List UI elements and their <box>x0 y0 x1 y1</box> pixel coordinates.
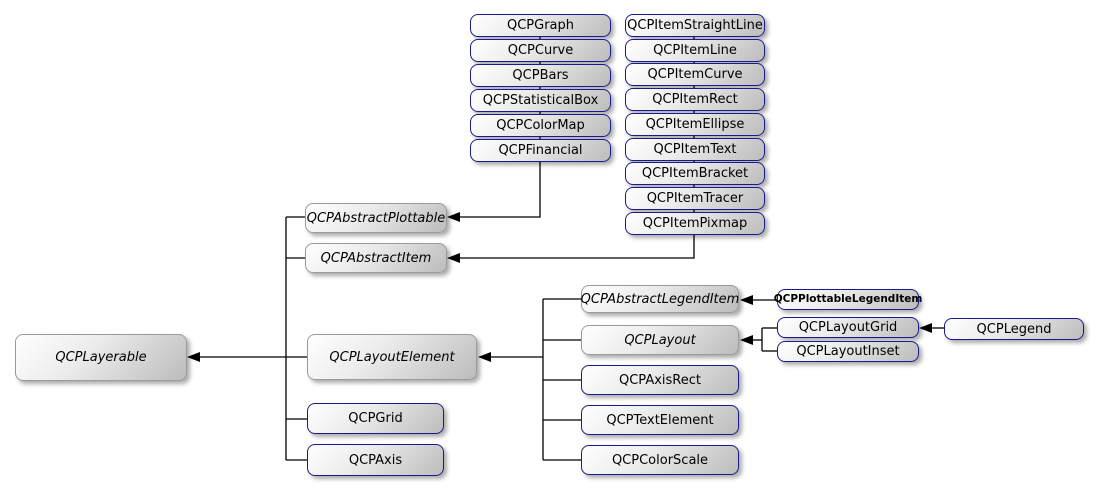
class-node-qcpcolorscale[interactable]: QCPColorScale <box>581 445 739 475</box>
class-node-qcplayoutgrid[interactable]: QCPLayoutGrid <box>777 317 919 338</box>
class-node-qcpitemellipse[interactable]: QCPItemEllipse <box>625 113 765 136</box>
class-node-qcpitembracket[interactable]: QCPItemBracket <box>625 162 765 185</box>
class-node-qcpitempixmap[interactable]: QCPItemPixmap <box>625 212 765 235</box>
class-node-qcpaxis[interactable]: QCPAxis <box>307 444 444 476</box>
class-node-qcpgraph[interactable]: QCPGraph <box>470 14 611 37</box>
class-node-qcpabstractplottable[interactable]: QCPAbstractPlottable <box>305 203 447 233</box>
class-node-qcptextelement[interactable]: QCPTextElement <box>581 405 739 435</box>
arrowhead-to-layout <box>740 335 753 345</box>
class-node-qcpfinancial[interactable]: QCPFinancial <box>470 139 611 162</box>
class-node-qcplayoutinset[interactable]: QCPLayoutInset <box>777 341 919 362</box>
arrowhead-to-layerable <box>187 352 200 362</box>
class-node-qcpgrid[interactable]: QCPGrid <box>307 403 444 434</box>
class-node-qcpitemtext[interactable]: QCPItemText <box>625 138 765 161</box>
class-node-qcplegend[interactable]: QCPLegend <box>944 318 1084 340</box>
arrowhead-to-abstractitem <box>447 253 460 263</box>
arrowhead-to-abstractlegenditem <box>740 295 753 305</box>
class-node-qcpbars[interactable]: QCPBars <box>470 64 611 87</box>
arrowhead-to-abstractplottable <box>447 212 460 222</box>
class-node-qcpaxisrect[interactable]: QCPAxisRect <box>581 365 739 395</box>
class-node-qcpabstractitem[interactable]: QCPAbstractItem <box>305 243 447 273</box>
class-node-qcpitemline[interactable]: QCPItemLine <box>625 39 765 62</box>
class-node-qcpcolormap[interactable]: QCPColorMap <box>470 114 611 137</box>
arrowhead-to-layoutgrid <box>919 323 932 333</box>
class-node-qcpabstractlegenditem[interactable]: QCPAbstractLegendItem <box>581 285 739 313</box>
class-node-qcpstatisticalbox[interactable]: QCPStatisticalBox <box>470 89 611 112</box>
arrowhead-to-layoutelement <box>478 352 491 362</box>
class-node-qcplayout[interactable]: QCPLayout <box>581 325 739 355</box>
class-node-qcpplottablelegenditem[interactable]: QCPPlottableLegendItem <box>774 289 922 310</box>
class-node-qcpitemcurve[interactable]: QCPItemCurve <box>625 63 765 86</box>
class-node-qcpitemtracer[interactable]: QCPItemTracer <box>625 187 765 210</box>
class-node-qcpcurve[interactable]: QCPCurve <box>470 39 611 62</box>
class-node-qcpitemrect[interactable]: QCPItemRect <box>625 88 765 111</box>
class-node-qcpitemstraightline[interactable]: QCPItemStraightLine <box>625 14 765 37</box>
class-node-qcplayerable[interactable]: QCPLayerable <box>15 334 187 381</box>
class-node-qcplayoutelement[interactable]: QCPLayoutElement <box>307 334 477 380</box>
